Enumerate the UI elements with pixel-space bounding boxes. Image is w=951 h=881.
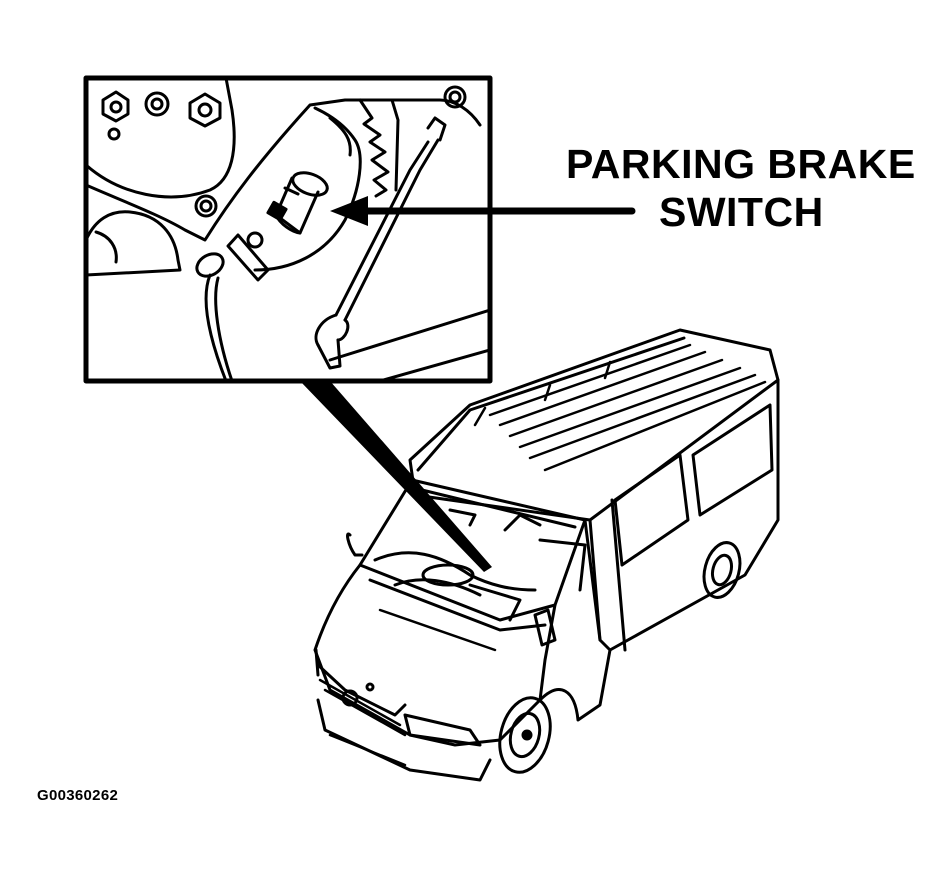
bracket-lower-left — [86, 210, 182, 277]
van-side — [588, 378, 780, 652]
bolt-hex-left — [101, 90, 130, 123]
callout-arrow — [330, 196, 636, 226]
inset-detail — [83, 75, 493, 384]
parking-brake-switch-body — [266, 171, 329, 235]
front-bumper — [316, 698, 492, 782]
front-wheel — [498, 696, 552, 774]
leader-wedge — [300, 381, 492, 572]
windshield — [358, 478, 587, 622]
small-screw — [107, 127, 121, 141]
cable-clip — [426, 116, 447, 142]
figure-code: G00360262 — [37, 787, 119, 804]
van-roof — [408, 328, 780, 522]
ratchet-teeth — [358, 98, 390, 198]
mounting-plate — [86, 78, 236, 199]
side-window-1 — [613, 453, 690, 567]
bolt-round — [144, 91, 170, 117]
callout-label-line2: SWITCH — [659, 189, 824, 235]
van-illustration — [313, 328, 780, 782]
side-mirror-left — [346, 532, 364, 557]
rear-wheel — [702, 541, 742, 599]
headlight-right — [403, 713, 482, 747]
bolt-hex-right — [188, 92, 222, 128]
cable-end — [316, 338, 342, 370]
side-window-2 — [691, 403, 774, 517]
side-mirror-right — [533, 608, 557, 647]
emblem — [341, 689, 359, 707]
steering-wheel — [421, 563, 475, 587]
grille — [316, 663, 407, 717]
callout-label-line1: PARKING BRAKE — [566, 141, 916, 187]
inset-frame — [83, 75, 493, 384]
